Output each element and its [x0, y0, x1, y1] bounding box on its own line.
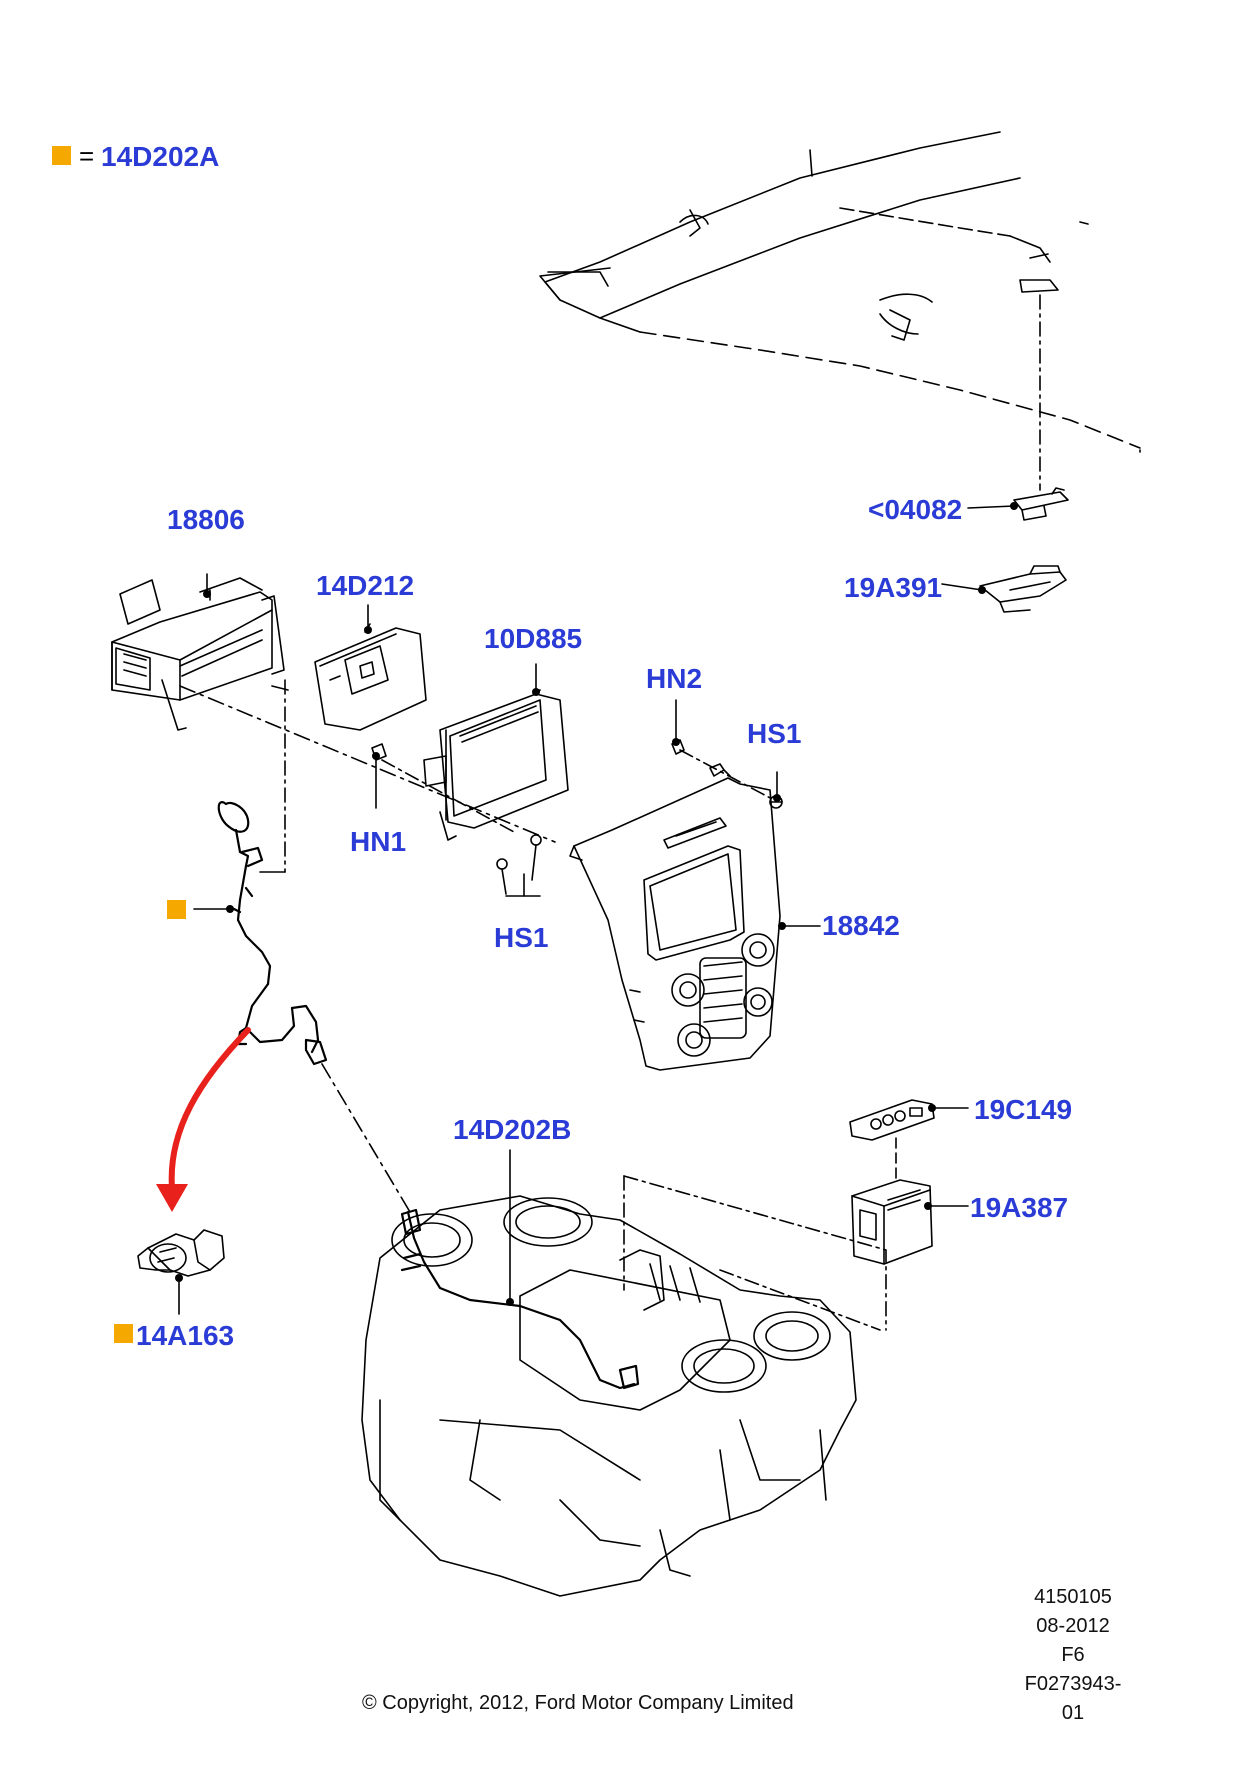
bracket-19A391: [979, 565, 1067, 613]
instrument-panel-outline: [539, 131, 1141, 453]
fasteners: [371, 739, 783, 895]
audio-unit-18806: [111, 577, 285, 731]
bracket-04082: [1013, 487, 1069, 521]
wire-harness-14D202B: [400, 1208, 640, 1390]
legend-part-label: 14D202A: [101, 141, 220, 172]
label-14A163: 14A163: [136, 1320, 235, 1351]
label-19C149: 19C149: [974, 1094, 1073, 1125]
legend-equals: =: [79, 141, 95, 171]
label-19A391: 19A391: [844, 572, 943, 603]
center-console: [361, 1195, 857, 1597]
drawing-meta: 4150105 08-2012 F6 F0273943-01: [1018, 1583, 1128, 1728]
meta-code: 4150105: [1034, 1586, 1112, 1608]
label-hn2: HN2: [646, 663, 703, 694]
copyright-notice: © Copyright, 2012, Ford Motor Company Li…: [362, 1692, 794, 1714]
label-18842: 18842: [822, 910, 900, 941]
label-14D212: 14D212: [316, 570, 415, 601]
label-hs1-right: HS1: [747, 718, 802, 749]
label-hn1: HN1: [350, 826, 407, 857]
label-04082: <04082: [868, 494, 963, 525]
label-19A387: 19A387: [970, 1192, 1069, 1223]
wire-harness-14D202A: [217, 801, 328, 1066]
marker-harness-icon: [167, 900, 186, 919]
module-14D212: [314, 623, 427, 731]
label-hs1-left: HS1: [494, 922, 549, 953]
plate-19C149: [849, 1099, 935, 1141]
label-18806: 18806: [167, 504, 245, 535]
meta-figure-id: F0273943-01: [1024, 1673, 1122, 1724]
label-14D202B: 14D202B: [453, 1114, 572, 1145]
leader-dots: [175, 502, 1018, 1306]
meta-revision: F6: [1061, 1644, 1085, 1666]
legend-orange-square-icon: [52, 146, 71, 165]
label-10D885: 10D885: [484, 623, 583, 654]
meta-date: 08-2012: [1036, 1615, 1110, 1637]
red-arrow-icon: [156, 1027, 251, 1212]
bezel-18842: [569, 763, 781, 1071]
marker-14A163-icon: [114, 1324, 133, 1343]
module-19A387: [851, 1179, 933, 1265]
switch-14A163: [137, 1229, 225, 1277]
